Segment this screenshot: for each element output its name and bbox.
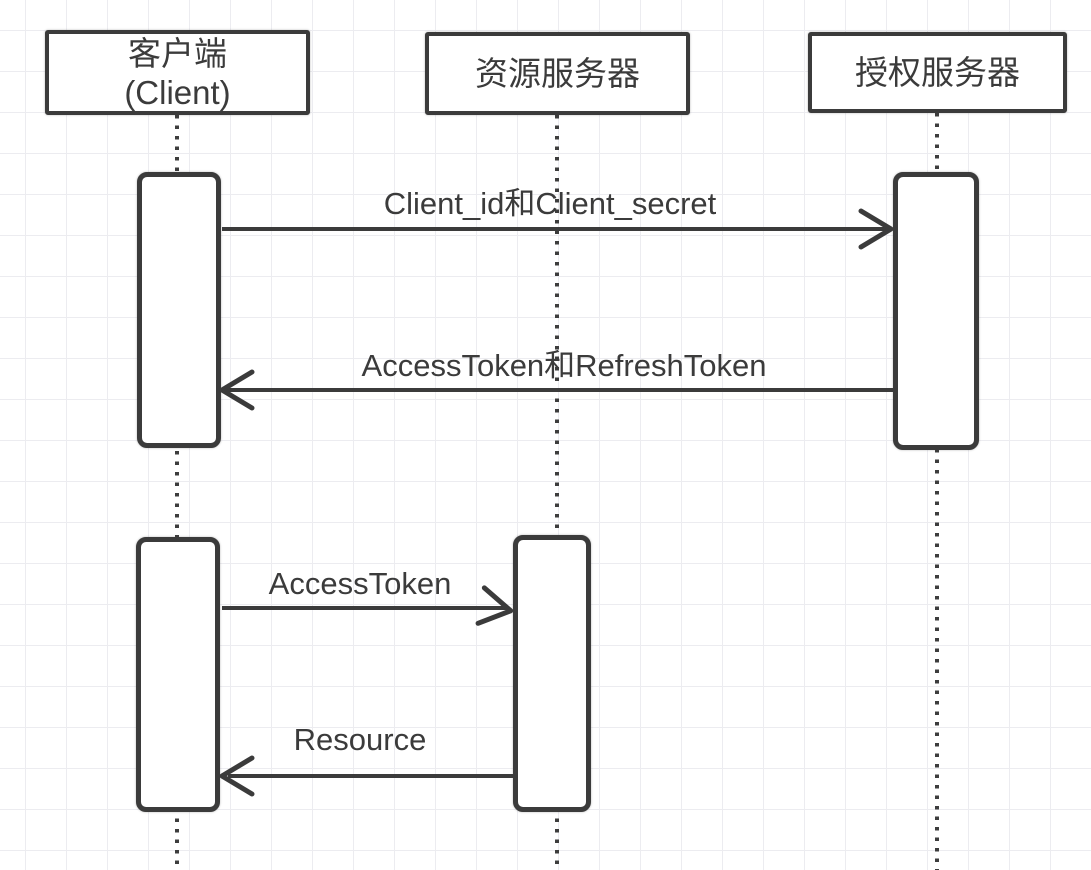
message-client-id-secret-label: Client_id和Client_secret — [383, 186, 717, 221]
arrowhead-right-icon — [858, 208, 894, 250]
message-access-refresh-token-line — [226, 388, 893, 392]
participant-client-label-en: (Client) — [124, 73, 231, 111]
activation-resource-1 — [513, 535, 591, 812]
message-resource-label: Resource — [293, 722, 427, 757]
arrowhead-left-icon — [219, 755, 255, 797]
participant-resource-server-label: 资源服务器 — [475, 55, 640, 92]
lifeline-resource — [555, 115, 559, 870]
arrowhead-left-icon — [219, 369, 255, 411]
message-client-id-secret-line — [222, 227, 888, 231]
arrowhead-right-icon — [475, 585, 514, 626]
activation-auth-1 — [893, 172, 979, 450]
message-resource-line — [228, 774, 513, 778]
participant-resource-server-box: 资源服务器 — [425, 32, 690, 115]
activation-client-1 — [137, 172, 221, 448]
activation-client-2 — [136, 537, 220, 812]
participant-auth-server-label: 授权服务器 — [855, 54, 1020, 91]
message-access-token-label: AccessToken — [268, 566, 452, 601]
participant-client-box: 客户端 (Client) — [45, 30, 310, 115]
lifeline-client — [175, 115, 179, 870]
participant-auth-server-box: 授权服务器 — [808, 32, 1067, 113]
participant-client-label-cn: 客户端 — [128, 34, 227, 72]
message-access-token-line — [222, 606, 506, 610]
message-access-refresh-token-label: AccessToken和RefreshToken — [361, 348, 767, 383]
lifeline-auth — [935, 113, 939, 870]
